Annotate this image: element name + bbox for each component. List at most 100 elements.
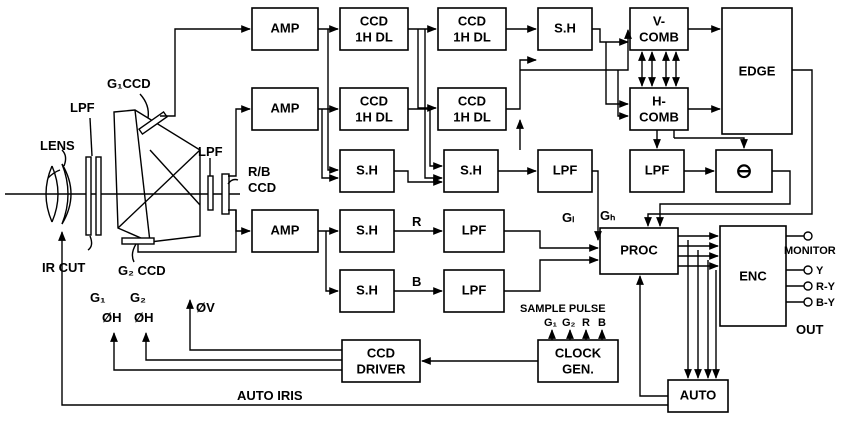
signal-wires xyxy=(58,25,813,406)
rb-ccd-label-2: CCD xyxy=(248,180,276,195)
svg-text:AMP: AMP xyxy=(271,100,300,115)
svg-text:AMP: AMP xyxy=(271,20,300,35)
svg-text:AUTO: AUTO xyxy=(680,387,717,402)
svg-text:1H DL: 1H DL xyxy=(453,29,491,44)
lpf-block-r: LPF xyxy=(443,209,505,253)
lpf-block-mid: LPF xyxy=(537,149,593,193)
pulse-label-r: R xyxy=(582,317,590,329)
v-comb-block: V-COMB xyxy=(629,7,689,51)
g1-ccd-label: G₁CCD xyxy=(107,76,151,91)
sh-block-mid-2: S.H xyxy=(443,149,499,193)
g1-drive-label: G₁ xyxy=(90,290,106,305)
out-label: OUT xyxy=(796,322,824,337)
svg-text:1H DL: 1H DL xyxy=(355,29,393,44)
svg-text:1H DL: 1H DL xyxy=(453,109,491,124)
svg-text:CCD: CCD xyxy=(458,93,486,108)
phi-v-label: ØV xyxy=(196,300,215,315)
svg-text:ENC: ENC xyxy=(739,268,767,283)
svg-text:S.H: S.H xyxy=(554,20,576,35)
monitor-label: MONITOR xyxy=(784,245,836,257)
svg-text:V-: V- xyxy=(653,13,665,28)
y-terminal xyxy=(803,265,813,275)
phi-h1-label: ØH xyxy=(102,310,122,325)
r-signal-label: R xyxy=(412,214,422,229)
svg-text:EDGE: EDGE xyxy=(739,63,776,78)
svg-text:LPF: LPF xyxy=(645,162,670,177)
svg-text:H-: H- xyxy=(652,93,666,108)
svg-text:CCD: CCD xyxy=(458,13,486,28)
lens-icon xyxy=(45,163,72,225)
b-signal-label: B xyxy=(412,274,421,289)
pulse-label-b: B xyxy=(598,317,606,329)
lens-label: LENS xyxy=(40,138,75,153)
svg-text:⊖: ⊖ xyxy=(736,160,753,182)
auto-iris-label: AUTO IRIS xyxy=(237,388,303,403)
prism-icon xyxy=(113,109,201,243)
svg-text:COMB: COMB xyxy=(639,109,679,124)
lpf-block-comb: LPF xyxy=(629,149,685,193)
proc-block: PROC xyxy=(599,227,679,275)
svg-text:GEN.: GEN. xyxy=(562,361,594,376)
sh-block-r: S.H xyxy=(339,209,395,253)
edge-block: EDGE xyxy=(721,7,793,135)
enc-block: ENC xyxy=(719,225,787,327)
g1-ccd-sensor xyxy=(138,110,168,136)
svg-text:1H DL: 1H DL xyxy=(355,109,393,124)
gl-signal-label: Gₗ xyxy=(562,210,574,225)
svg-text:CCD: CCD xyxy=(360,13,388,28)
pulse-label-g1: G₁ xyxy=(544,317,558,329)
b-y-output-label: B-Y xyxy=(816,297,836,309)
lpf-plate-3 xyxy=(207,175,214,211)
b-y-terminal xyxy=(803,297,813,307)
svg-text:LPF: LPF xyxy=(462,282,487,297)
lpf-optic-label-2: LPF xyxy=(198,144,223,159)
svg-text:CCD: CCD xyxy=(367,345,395,360)
monitor-terminal xyxy=(803,231,813,241)
sample-pulse-label: SAMPLE PULSE xyxy=(520,303,606,315)
svg-text:LPF: LPF xyxy=(462,222,487,237)
y-output-label: Y xyxy=(816,265,824,277)
g2-ccd-sensor xyxy=(121,237,155,245)
amp-block-1: AMP xyxy=(251,7,319,51)
minus-block: ⊖ xyxy=(715,149,773,193)
lpf-block-b: LPF xyxy=(443,269,505,313)
sh-block-mid-1: S.H xyxy=(339,149,395,193)
ir-cut-label: IR CUT xyxy=(42,260,85,275)
h-comb-block: H-COMB xyxy=(629,87,689,131)
r-y-terminal xyxy=(803,281,813,291)
amp-block-3: AMP xyxy=(251,209,319,253)
svg-text:CCD: CCD xyxy=(360,93,388,108)
lpf-plate-2 xyxy=(95,156,102,236)
rb-ccd-label-1: R/B xyxy=(248,164,270,179)
optics xyxy=(5,93,240,263)
svg-text:S.H: S.H xyxy=(356,282,378,297)
svg-text:COMB: COMB xyxy=(639,29,679,44)
svg-text:S.H: S.H xyxy=(356,222,378,237)
svg-text:S.H: S.H xyxy=(356,162,378,177)
lpf-plate-1 xyxy=(85,156,92,236)
r-y-output-label: R-Y xyxy=(816,281,836,293)
svg-text:DRIVER: DRIVER xyxy=(356,361,406,376)
pulse-label-g2: G₂ xyxy=(562,317,576,329)
svg-text:CLOCK: CLOCK xyxy=(555,345,602,360)
phi-h2-label: ØH xyxy=(134,310,154,325)
gh-signal-label: Gₕ xyxy=(600,208,615,223)
sh-block-top: S.H xyxy=(537,7,593,51)
amp-block-2: AMP xyxy=(251,87,319,131)
rb-ccd-sensor xyxy=(221,173,230,215)
svg-text:LPF: LPF xyxy=(553,162,578,177)
svg-text:S.H: S.H xyxy=(460,162,482,177)
sh-block-b: S.H xyxy=(339,269,395,313)
g2-ccd-label: G₂ CCD xyxy=(118,263,166,278)
g2-drive-label: G₂ xyxy=(130,290,146,305)
svg-text:AMP: AMP xyxy=(271,222,300,237)
svg-text:PROC: PROC xyxy=(620,242,658,257)
auto-block: AUTO xyxy=(667,379,729,413)
